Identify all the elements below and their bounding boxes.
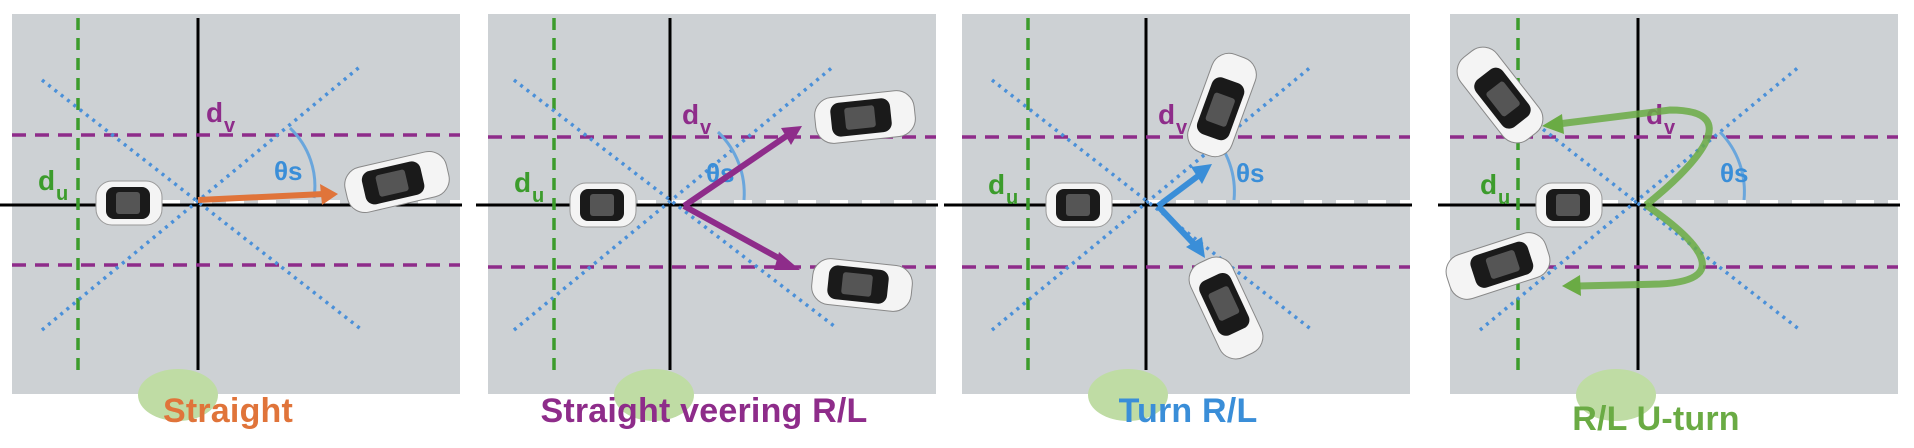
veer-right-arrow-head xyxy=(774,252,800,270)
theta-label: θs xyxy=(1236,158,1265,188)
ego-car xyxy=(1535,182,1603,228)
svg-text:d: d xyxy=(1480,169,1497,200)
turn-right-arrow-head xyxy=(1186,237,1205,258)
panel-straight-diagram: d v d u θs xyxy=(0,14,462,421)
svg-text:v: v xyxy=(700,117,712,139)
theta-arc xyxy=(1718,130,1746,201)
cone-line-a xyxy=(40,78,364,332)
target-car-left xyxy=(814,90,916,144)
target-car xyxy=(344,150,450,214)
svg-text:v: v xyxy=(1176,117,1188,139)
turn-right-arrow-shaft xyxy=(1155,203,1197,247)
cone-line-a xyxy=(990,78,1314,332)
theta-label: θs xyxy=(274,156,303,186)
du-label: d u xyxy=(988,169,1018,209)
cone-line-a xyxy=(1478,78,1802,332)
cone-line-b xyxy=(512,64,836,332)
trajectory-arrow-shaft xyxy=(197,191,325,203)
theta-label: θs xyxy=(1720,158,1749,188)
svg-text:d: d xyxy=(206,97,223,128)
svg-text:d: d xyxy=(38,165,55,196)
grass-patch xyxy=(138,369,218,421)
panel-uturn-diagram: d v d u θs xyxy=(1438,14,1900,421)
turn-left-arrow-head xyxy=(1191,164,1212,184)
svg-text:d: d xyxy=(988,169,1005,200)
veer-left-arrow-shaft xyxy=(682,132,790,209)
svg-text:v: v xyxy=(1664,117,1676,139)
cone-line-b xyxy=(40,63,364,332)
du-label: d u xyxy=(38,165,68,205)
svg-text:u: u xyxy=(56,183,68,205)
theta-arc xyxy=(716,130,746,201)
dv-label: d v xyxy=(1158,99,1188,139)
target-car-left xyxy=(1187,52,1257,158)
du-label: d u xyxy=(514,167,544,207)
cone-line-a xyxy=(512,78,836,328)
dv-label: d v xyxy=(206,97,236,137)
grass-patch xyxy=(1576,369,1656,421)
du-label: d u xyxy=(1480,169,1510,209)
veer-right-arrow-shaft xyxy=(682,203,786,264)
caption-uturn: R/L U-turn xyxy=(1572,400,1740,438)
target-car-right xyxy=(1188,256,1264,360)
veer-left-arrow-head xyxy=(781,126,802,145)
uturn-right-path xyxy=(1577,202,1706,290)
panel-turn: d v d u θs Turn R/L xyxy=(944,0,1412,448)
cone-line-b xyxy=(1478,64,1802,332)
target-car-left xyxy=(1456,46,1544,144)
caption-turn: Turn R/L xyxy=(1118,392,1258,430)
panel-turn-diagram: d v d u θs xyxy=(944,14,1412,421)
uturn-left-arrow-head xyxy=(1542,114,1564,134)
trajectory-arrow-head xyxy=(320,184,338,205)
svg-text:d: d xyxy=(1158,99,1175,130)
caption-veering: Straight veering R/L xyxy=(540,392,868,430)
ego-car xyxy=(1045,182,1113,228)
svg-text:d: d xyxy=(514,167,531,198)
theta-arc xyxy=(288,126,317,199)
svg-text:d: d xyxy=(682,99,699,130)
caption-straight: Straight xyxy=(162,392,294,430)
target-car-right xyxy=(1445,232,1551,300)
grass-patch xyxy=(1088,369,1168,421)
svg-text:u: u xyxy=(1498,187,1510,209)
svg-text:u: u xyxy=(532,185,544,207)
ego-car xyxy=(95,180,163,226)
ego-car xyxy=(569,182,637,228)
panel-uturn: d v d u θs R/L U-turn xyxy=(1438,0,1900,448)
panel-straight: d v d u θs Straight xyxy=(0,0,462,448)
svg-text:v: v xyxy=(224,115,236,137)
svg-text:u: u xyxy=(1006,187,1018,209)
turn-left-arrow-shaft xyxy=(1156,173,1200,209)
cone-line-b xyxy=(990,64,1314,332)
panel-veering: d v d u θs Straight veering R/L xyxy=(476,0,938,448)
grass-patch xyxy=(614,369,694,421)
uturn-right-arrow-head xyxy=(1562,275,1581,296)
panel-veering-diagram: d v d u θs xyxy=(476,14,938,421)
target-car-right xyxy=(811,258,913,312)
dv-label: d v xyxy=(682,99,712,139)
uturn-left-path xyxy=(1557,106,1713,208)
